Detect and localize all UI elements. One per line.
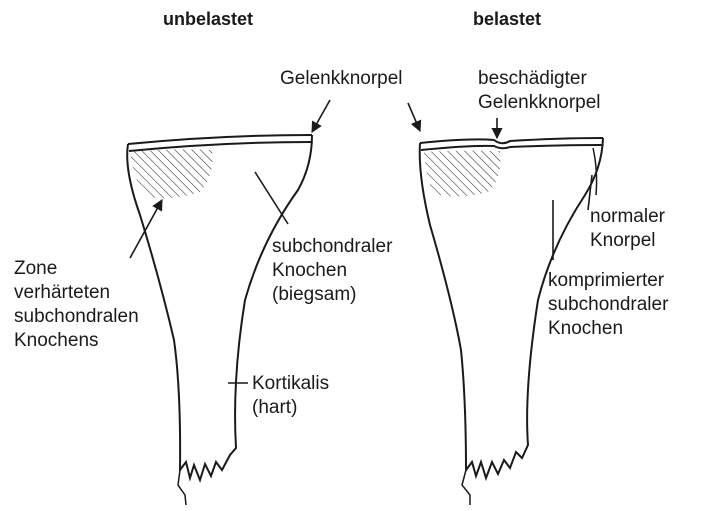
right-hardened-zone [424,151,501,197]
label-komprimierter-2: subchondraler [548,294,668,316]
label-gelenkknorpel: Gelenkknorpel [280,68,403,90]
label-komprimierter-1: komprimierter [548,270,664,292]
left-bone [127,135,312,505]
label-normaler-1: normaler [590,206,665,228]
left-hardened-zone [130,149,213,198]
label-zone-4: Knochens [14,330,99,352]
label-kortikalis-1: Kortikalis [252,373,329,395]
label-normaler-2: Knorpel [590,230,656,252]
label-subchondral-left-1: subchondraler [272,236,392,258]
label-komprimierter-3: Knochen [548,318,623,340]
arrow-gelenkknorpel-right [408,103,420,131]
line-subchondral-left [255,172,288,224]
right-cartilage [420,138,603,143]
line-normaler-knorpel [588,175,592,210]
arrow-gelenkknorpel-left [312,100,330,132]
label-zone-2: verhärteten [14,282,110,304]
arrow-zone [130,200,162,258]
label-beschaedigter-1: beschädigter [478,68,587,90]
title-unbelastet: unbelastet [163,8,253,30]
label-zone-3: subchondralen [14,306,139,328]
label-subchondral-left-2: Knochen [272,260,347,282]
label-beschaedigter-2: Gelenkknorpel [478,92,601,114]
label-zone-1: Zone [14,258,57,280]
title-belastet: belastet [473,8,541,30]
label-kortikalis-2: (hart) [252,397,297,419]
label-subchondral-left-3: (biegsam) [272,284,356,306]
